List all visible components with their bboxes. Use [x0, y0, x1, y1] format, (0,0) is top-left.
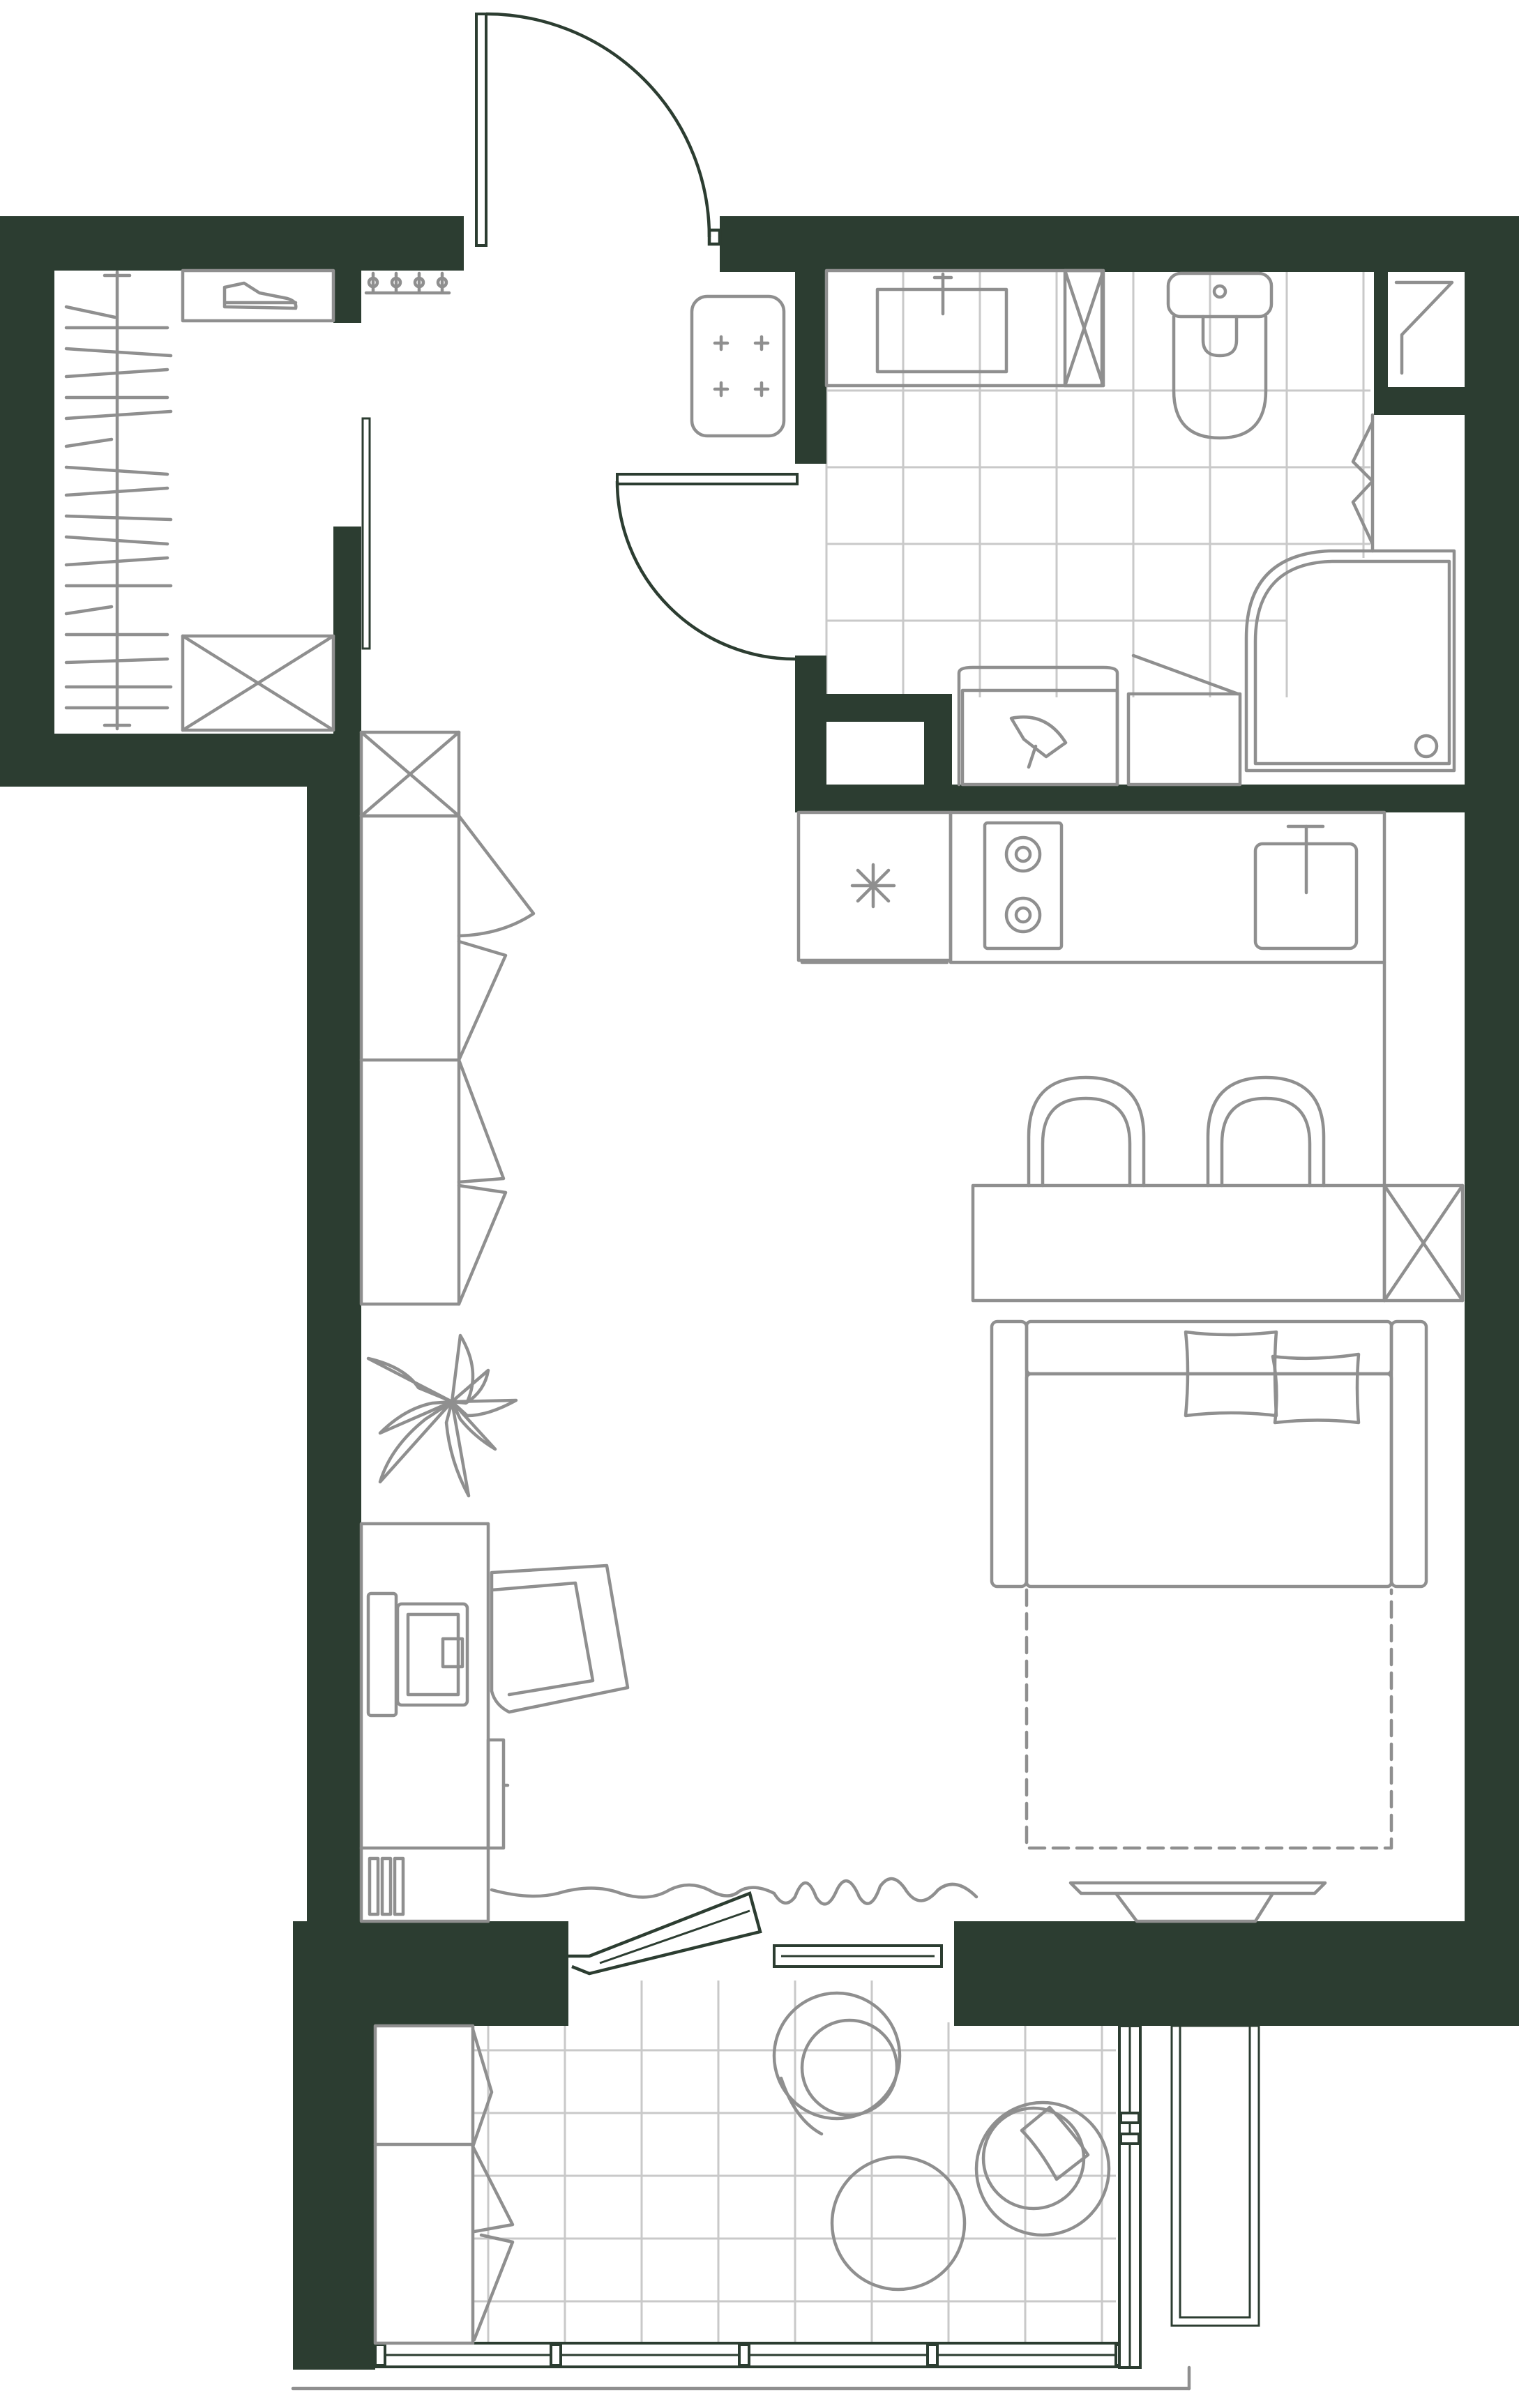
hob-icon — [690, 294, 786, 438]
living-window — [773, 1944, 943, 1968]
water-heater — [1394, 280, 1454, 375]
fridge-icon — [796, 810, 953, 964]
hallway-closet — [359, 814, 536, 1306]
kitchen-counter — [949, 810, 1386, 964]
radiator-icon — [368, 1856, 405, 1916]
armchair-icon — [974, 2100, 1111, 2237]
balcony-window-right — [1118, 2024, 1260, 2369]
wardrobe-sliding-door[interactable] — [361, 417, 371, 650]
towel-rail — [1351, 413, 1375, 553]
shoe-shelf — [181, 268, 335, 323]
shower-icon — [1244, 549, 1456, 773]
pillow-icon — [1271, 1352, 1361, 1425]
kitchen — [796, 810, 1465, 1303]
armchair-icon — [490, 1563, 630, 1714]
hanger-rail-icon — [64, 270, 173, 731]
toilet-icon — [1166, 271, 1274, 440]
chair-icon — [1027, 1075, 1146, 1188]
wardrobe-cabinet — [181, 634, 335, 732]
bar-counter — [971, 1183, 1465, 1303]
balcony-closet — [373, 2024, 515, 2345]
armchair-icon — [772, 1991, 902, 2136]
laundry-cabinet — [1126, 653, 1242, 787]
balcony-door[interactable] — [568, 1891, 762, 1976]
balcony-outline — [291, 2365, 1191, 2391]
sofa-icon — [990, 1319, 1428, 1850]
hallway-cabinet — [359, 730, 461, 818]
walls — [0, 216, 1519, 2370]
entrance-door[interactable] — [475, 12, 722, 247]
bathroom-tile-grid — [825, 272, 1370, 697]
kitchen-sink-icon — [1253, 824, 1359, 951]
chair-icon — [1206, 1075, 1326, 1188]
curtain-icon — [490, 1877, 1327, 1923]
washing-machine-icon — [957, 665, 1119, 787]
stove-icon — [983, 821, 1064, 951]
shoe-icon — [222, 281, 298, 310]
desk-icon — [359, 1522, 630, 1923]
radiator-icon — [364, 271, 451, 295]
plant-icon — [366, 1333, 518, 1498]
bathroom-cabinet — [1063, 268, 1105, 388]
balcony-tile-grid — [474, 1981, 1116, 2343]
pillow-icon — [1020, 2105, 1090, 2181]
wardrobe-room — [64, 268, 335, 732]
monitor-icon — [366, 1591, 398, 1718]
sink-icon — [875, 272, 1008, 374]
round-table-icon — [830, 2155, 967, 2292]
balcony-window-bottom — [374, 2342, 1138, 2368]
bathroom-door[interactable] — [615, 473, 799, 661]
bathroom — [824, 268, 1456, 787]
monitor-icon — [395, 1602, 469, 1707]
